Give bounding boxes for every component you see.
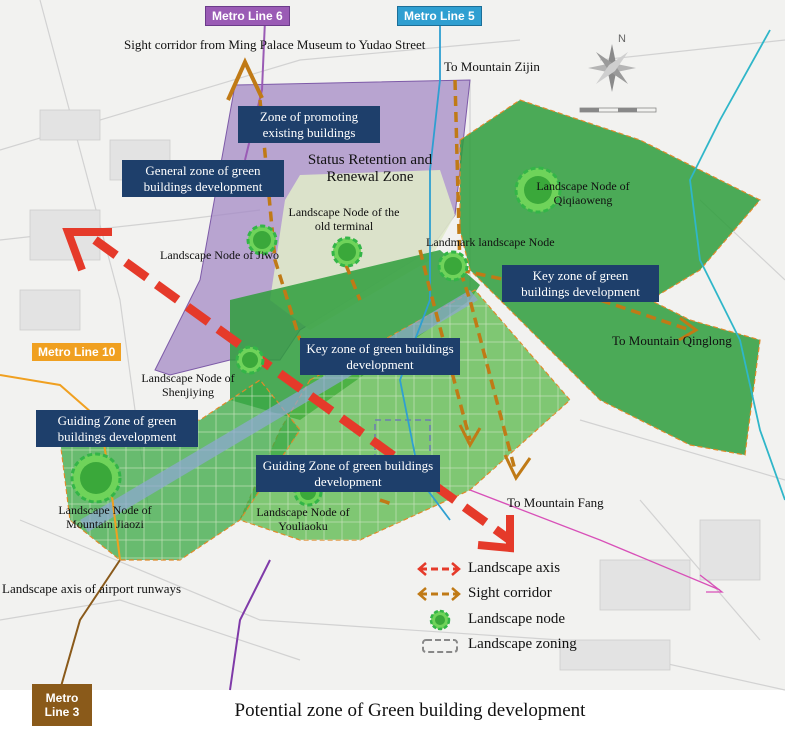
node-shenjiying-label: Landscape Node of Shenjiying — [141, 371, 235, 399]
to-fang-label: To Mountain Fang — [507, 495, 604, 510]
zone-guiding-south-box: Guiding Zone of green buildings developm… — [256, 455, 440, 493]
to-zijin-label: To Mountain Zijin — [444, 59, 540, 74]
legend-node-symbol — [429, 609, 451, 631]
legend-zoning-label: Landscape zoning — [468, 636, 577, 652]
svg-text:N: N — [618, 33, 626, 45]
node-jiwo-label: Landscape Node of Jiwo — [160, 248, 279, 262]
legend-axis-symbol — [417, 562, 461, 576]
zone-key-center-box: Key zone of green buildings development — [300, 338, 460, 376]
node-old-terminal-label: Landscape Node of the old terminal — [288, 205, 400, 233]
zone-general-box: General zone of green buildings developm… — [122, 160, 284, 198]
zone-promoting-box: Zone of promoting existing buildings — [238, 106, 380, 144]
legend-node-label: Landscape node — [468, 611, 566, 627]
metro-line-5-tag: Metro Line 5 — [397, 6, 482, 26]
compass-icon — [588, 44, 636, 92]
metro-line-6-tag: Metro Line 6 — [205, 6, 290, 26]
metro-line-10-tag: Metro Line 10 — [32, 343, 122, 361]
zone-key-east-box: Key zone of green buildings development — [502, 265, 659, 303]
legend-corridor-label: Sight corridor — [468, 585, 552, 601]
node-qiqiaoweng-label: Landscape Node of Qiqiaoweng — [536, 179, 630, 207]
node-youliaoku-label: Landscape Node of Youliaoku — [256, 505, 350, 533]
scale-bar — [579, 107, 657, 113]
legend-zoning-symbol — [422, 639, 458, 653]
landmark-node-label: Landmark landscape Node — [426, 235, 555, 249]
sight-corridor-top-label: Sight corridor from Ming Palace Museum t… — [124, 37, 426, 52]
to-qinglong-label: To Mountain Qinglong — [612, 333, 732, 348]
metro-line-3-tag: Metro Line 3 — [32, 684, 92, 726]
status-retention-label: Status Retention and Renewal Zone — [307, 152, 433, 186]
legend-corridor-symbol — [417, 587, 461, 601]
node-jiaozi-label: Landscape Node of Mountain Jiaozi — [58, 503, 152, 531]
legend-axis-label: Landscape axis — [468, 560, 561, 576]
figure-caption: Potential zone of Green building develop… — [234, 700, 586, 721]
axis-runways-label: Landscape axis of airport runways — [2, 581, 182, 596]
zone-guiding-west-box: Guiding Zone of green buildings developm… — [36, 410, 198, 448]
